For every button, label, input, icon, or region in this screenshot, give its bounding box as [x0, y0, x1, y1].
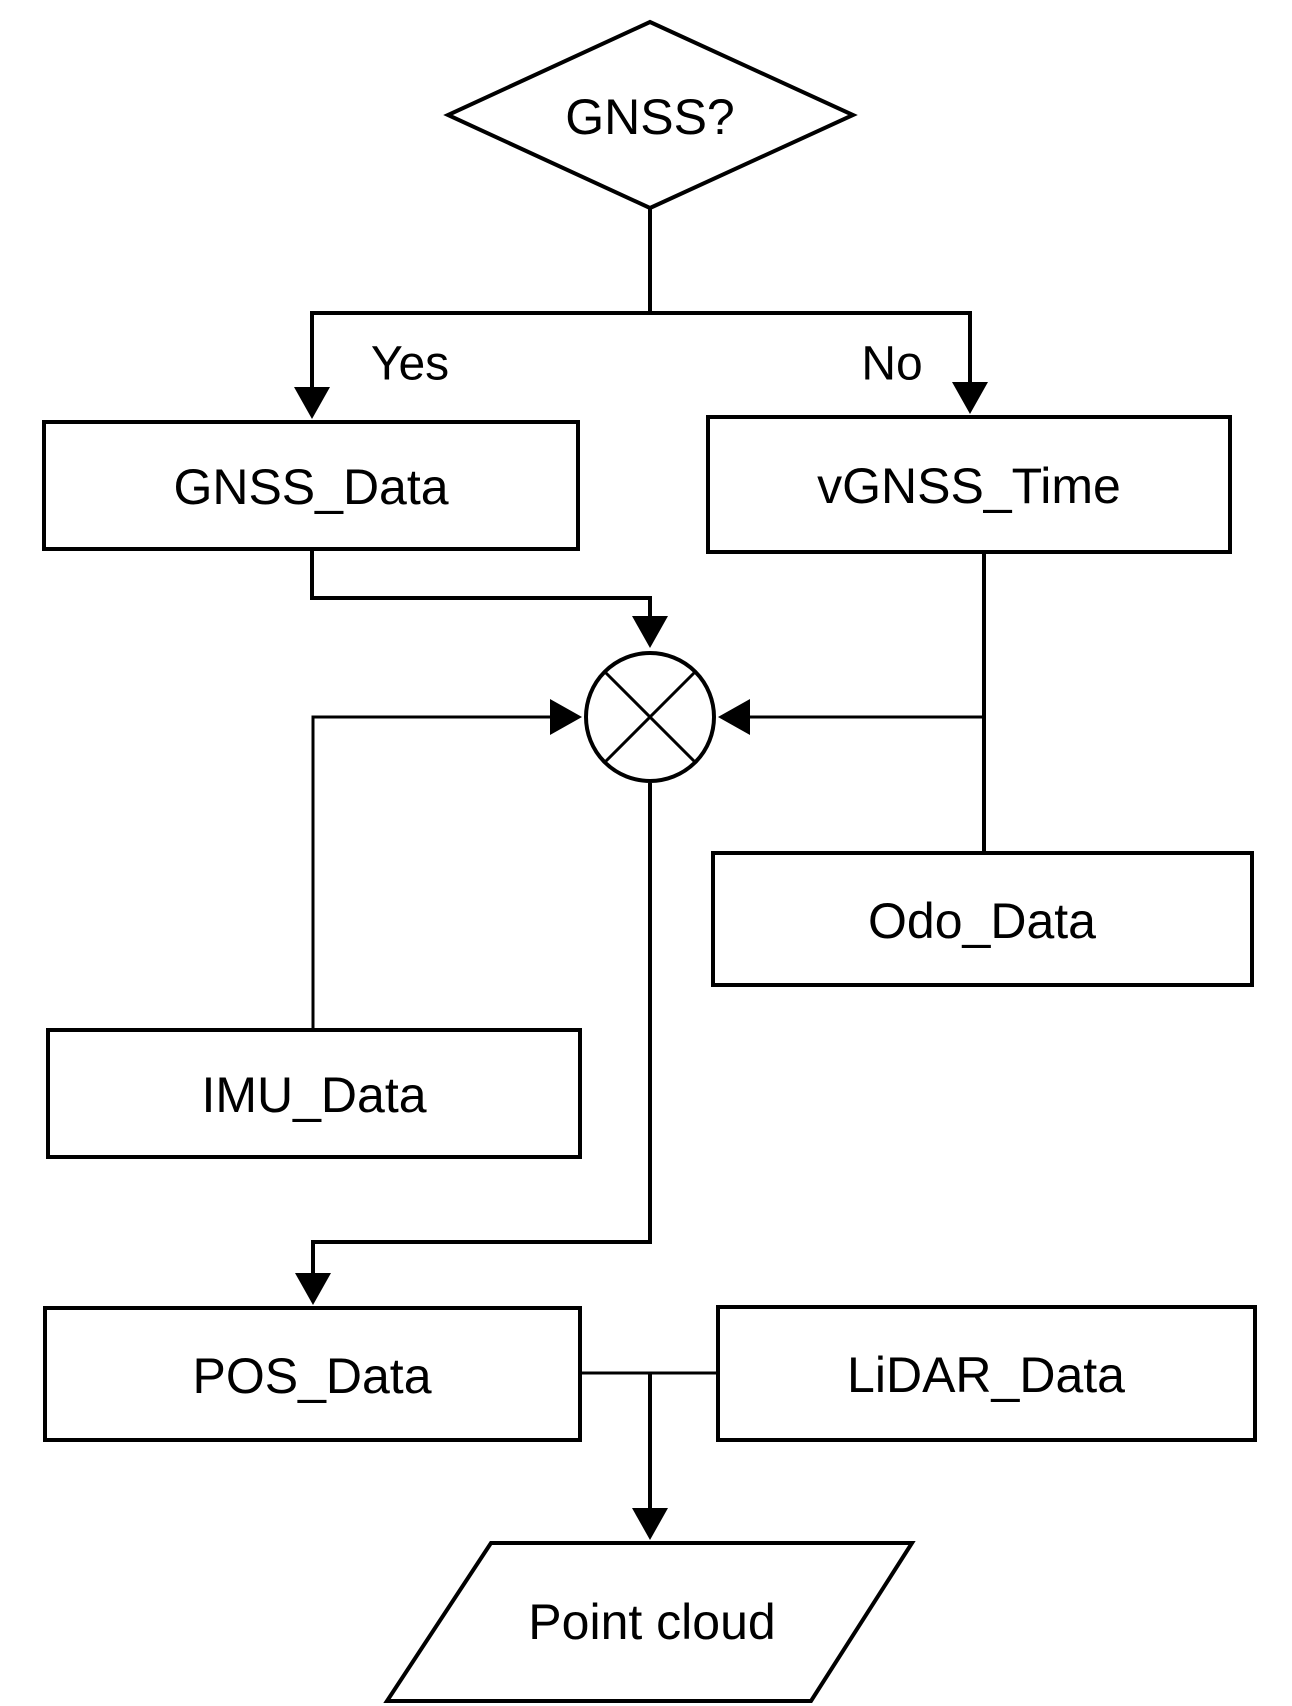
- edge-gnssdata-to-mixer: [310, 549, 652, 621]
- imu-data-box: [46, 1028, 582, 1159]
- edge-mixer-to-posdata: [311, 783, 652, 1278]
- posdata-arrowhead-icon: [295, 1273, 331, 1305]
- pointcloud-arrowhead-icon: [632, 1508, 668, 1540]
- imu-data-node: IMU_Data: [46, 1028, 582, 1159]
- mixer-x-icon: [603, 670, 697, 764]
- mixer-node: [584, 651, 716, 783]
- no-arrowhead-icon: [952, 382, 988, 414]
- imu-data-label: IMU_Data: [201, 1067, 426, 1123]
- gnss-data-box: [42, 420, 580, 551]
- odo-data-label: Odo_Data: [868, 893, 1096, 949]
- pos-data-label: POS_Data: [192, 1348, 431, 1404]
- lidar-data-node: LiDAR_Data: [716, 1305, 1257, 1442]
- point-cloud-parallelogram: [383, 1541, 916, 1703]
- lidar-data-label: LiDAR_Data: [847, 1347, 1125, 1403]
- mixer-right-arrowhead-icon: [718, 699, 750, 735]
- yes-arrowhead-icon: [294, 387, 330, 419]
- point-cloud-label: Point cloud: [528, 1594, 775, 1650]
- mixer-left-arrowhead-icon: [550, 699, 582, 735]
- decision-label: GNSS?: [565, 89, 735, 145]
- decision-node: GNSS?: [443, 19, 858, 211]
- lidar-data-box: [716, 1305, 1257, 1442]
- edge-imudata-to-mixer: [311, 715, 552, 1030]
- vgnss-time-box: [706, 415, 1232, 554]
- odo-data-box: [711, 851, 1254, 987]
- vgnss-time-node: vGNSS_Time: [706, 415, 1232, 554]
- vgnss-time-label: vGNSS_Time: [817, 458, 1121, 514]
- odo-data-node: Odo_Data: [711, 851, 1254, 987]
- point-cloud-node: Point cloud: [383, 1541, 916, 1703]
- edge-group: [294, 206, 988, 1540]
- decision-diamond: [443, 19, 858, 211]
- pos-data-box: [43, 1306, 582, 1442]
- edge-branch-bar: [310, 311, 972, 392]
- yes-branch-label: Yes: [371, 338, 449, 391]
- gnss-data-node: GNSS_Data: [42, 420, 580, 551]
- mixer-top-arrowhead-icon: [632, 616, 668, 648]
- pos-data-node: POS_Data: [43, 1306, 582, 1442]
- no-branch-label: No: [861, 338, 922, 391]
- gnss-data-label: GNSS_Data: [173, 459, 448, 515]
